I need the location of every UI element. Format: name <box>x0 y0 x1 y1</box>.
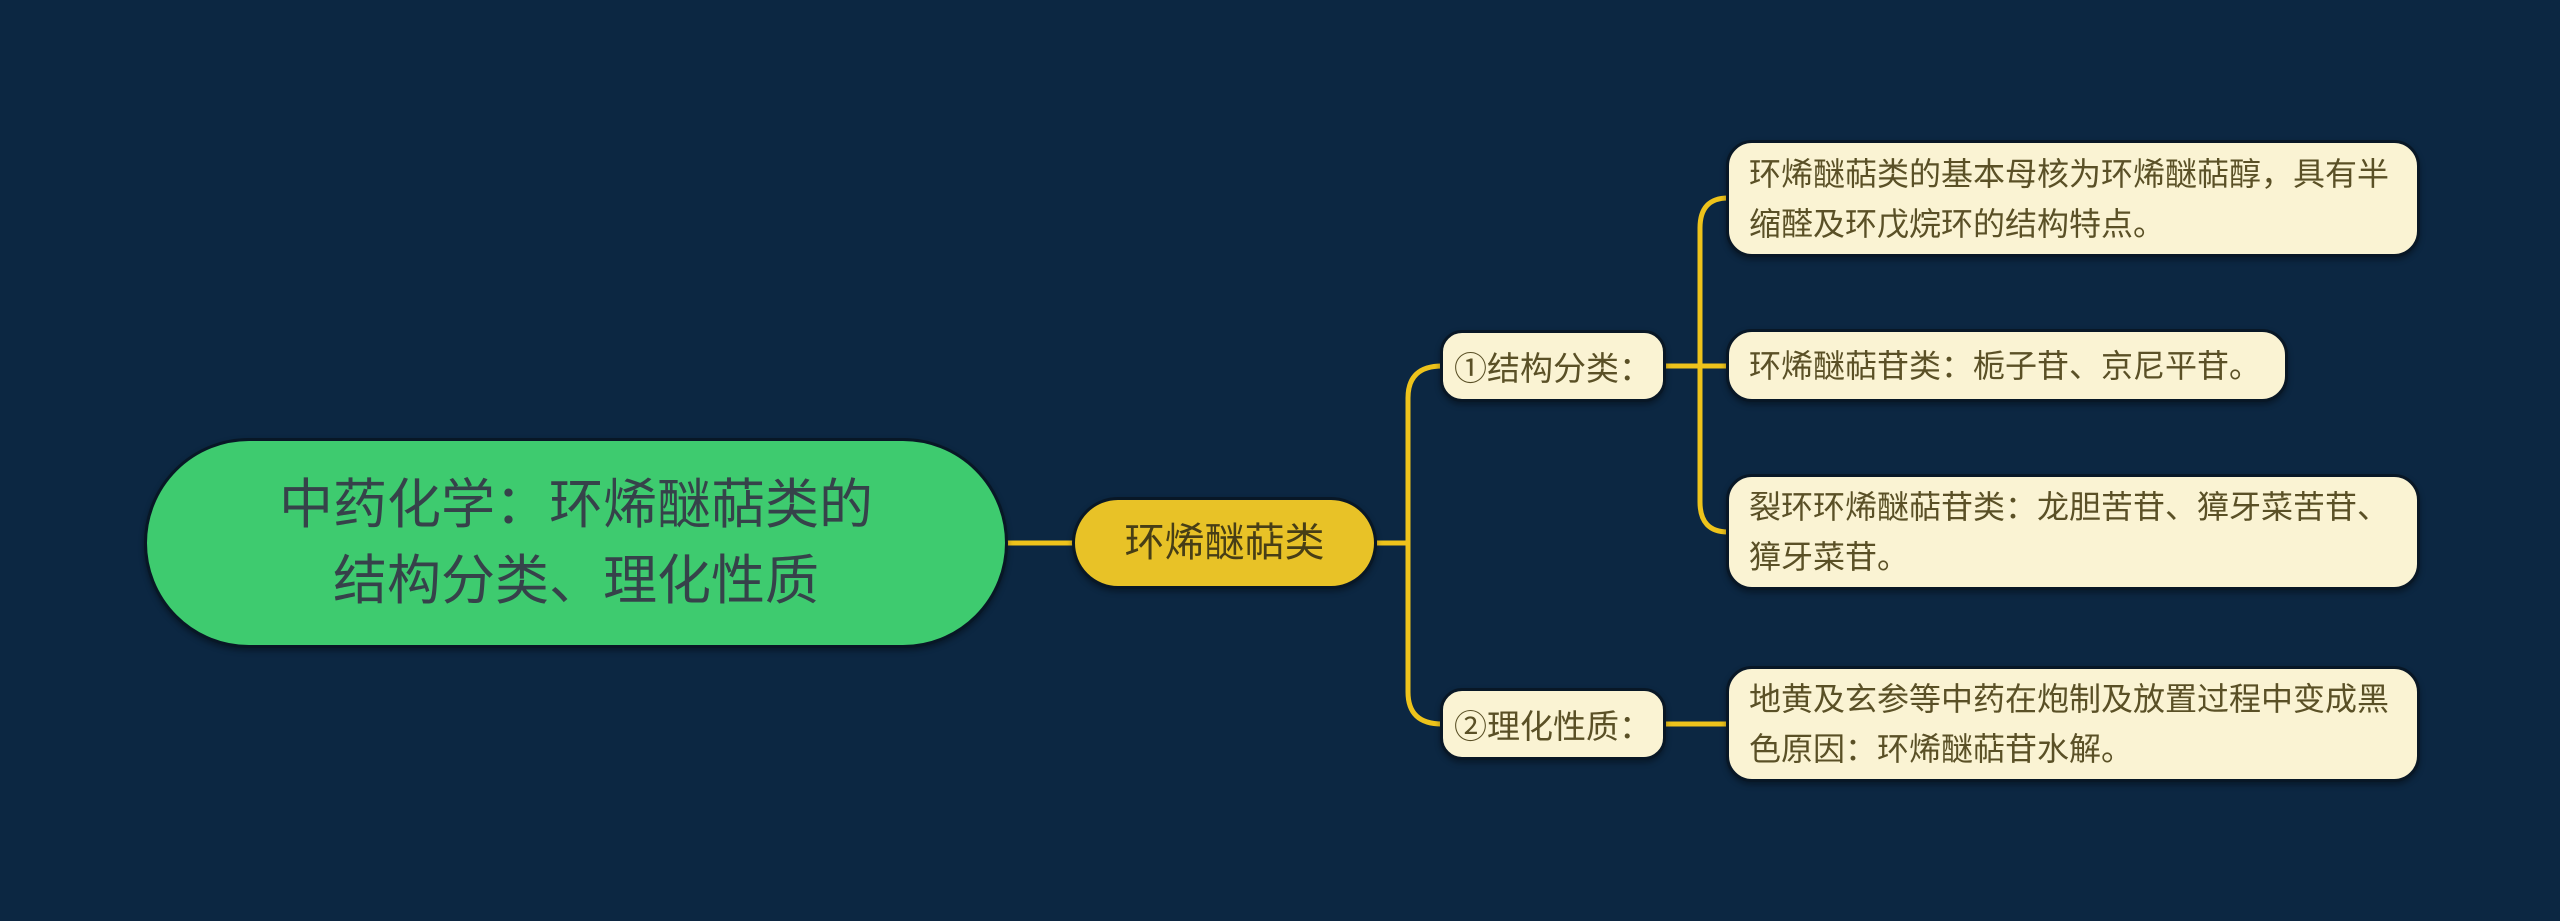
detail-text-line2: 缩醛及环戊烷环的结构特点。 <box>1749 205 2166 242</box>
topic-node-text: 环烯醚萜类 <box>1124 521 1325 565</box>
root-node-text-line1: 中药化学：环烯醚萜类的 <box>279 475 873 535</box>
detail-secoiridoid-glycosides[interactable]: 裂环环烯醚萜苷类：龙胆苦苷、獐牙菜苦苷、 獐牙菜苷。 <box>1726 474 2420 590</box>
detail-basic-core[interactable]: 环烯醚萜类的基本母核为环烯醚萜醇，具有半 缩醛及环戊烷环的结构特点。 <box>1726 140 2420 257</box>
detail-text-line1: 裂环环烯醚萜苷类：龙胆苦苷、獐牙菜苦苷、 <box>1749 489 2390 525</box>
detail-text-line1: 环烯醚萜苷类：栀子苷、京尼平苷。 <box>1749 347 2262 384</box>
root-node[interactable]: 中药化学：环烯醚萜类的 结构分类、理化性质 <box>144 438 1008 648</box>
detail-text-line1: 地黄及玄参等中药在炮制及放置过程中变成黑 <box>1749 681 2390 717</box>
branch-physicochemical-properties[interactable]: ②理化性质： <box>1440 688 1666 760</box>
branch-label: ②理化性质： <box>1454 708 1652 745</box>
detail-text-line2: 色原因：环烯醚萜苷水解。 <box>1749 731 2134 767</box>
detail-iridoid-glycosides[interactable]: 环烯醚萜苷类：栀子苷、京尼平苷。 <box>1726 329 2288 402</box>
detail-text-line1: 环烯醚萜类的基本母核为环烯醚萜醇，具有半 <box>1749 155 2390 192</box>
detail-blackening-reason[interactable]: 地黄及玄参等中药在炮制及放置过程中变成黑 色原因：环烯醚萜苷水解。 <box>1726 666 2420 782</box>
edge-branch1-spine <box>1697 195 1729 535</box>
branch-label: ①结构分类： <box>1454 350 1652 387</box>
detail-text-line2: 獐牙菜苷。 <box>1749 539 1910 575</box>
edge-topic-bracket <box>1405 363 1443 727</box>
topic-node[interactable]: 环烯醚萜类 <box>1072 497 1377 589</box>
branch-structure-classification[interactable]: ①结构分类： <box>1440 330 1666 402</box>
root-node-text-line2: 结构分类、理化性质 <box>333 551 819 611</box>
